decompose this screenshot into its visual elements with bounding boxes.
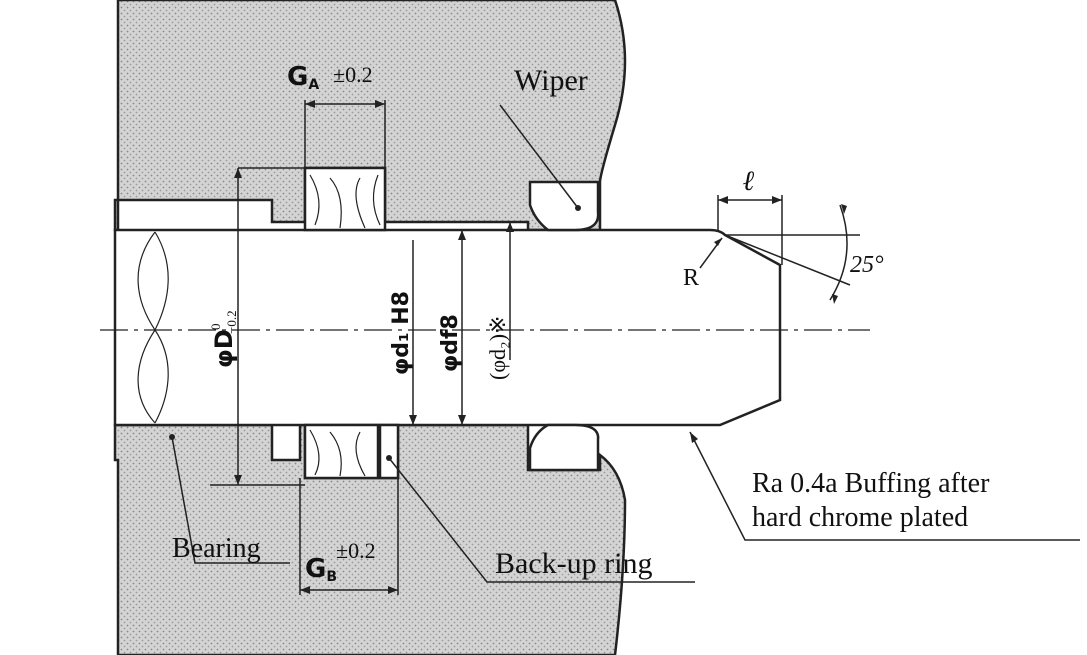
gb-arrows	[300, 586, 398, 594]
surface-finish-line1: Ra 0.4a Buffing after	[752, 468, 990, 499]
bearing-leader	[171, 436, 290, 564]
phid2-arrow	[506, 222, 514, 232]
piston-rod	[113, 228, 782, 427]
lower-wiper	[528, 423, 600, 472]
gb-tolerance: ±0.2	[336, 538, 376, 563]
backup-ring-label: Back-up ring	[495, 547, 652, 580]
lower-seal-lips	[309, 429, 366, 477]
wiper-label: Wiper	[514, 64, 588, 97]
backup-ring-leader	[388, 457, 695, 583]
backup-ring-shape	[378, 423, 400, 480]
bearing-label: Bearing	[172, 533, 261, 564]
phiD-label: φD	[210, 329, 238, 368]
radius-arrow	[714, 238, 722, 246]
upper-seal	[303, 166, 387, 232]
surface-leader	[689, 431, 1080, 541]
phid2-label: (φd₂)※	[485, 316, 510, 380]
wiper-leader	[499, 104, 579, 209]
ga-tolerance: ±0.2	[333, 62, 373, 87]
upper-seal-lips	[309, 174, 381, 229]
phiD-label-group: φD 0 −0.2	[208, 310, 239, 368]
ga-label: GA	[287, 62, 319, 93]
phid1-label: φd₁ H8	[389, 291, 414, 375]
surface-finish-line2: hard chrome plated	[752, 502, 968, 533]
gb-label: GB	[305, 554, 337, 585]
phid1-arrow	[409, 415, 417, 425]
ell-label: ℓ	[742, 166, 755, 197]
lower-seal	[303, 423, 380, 480]
phid-label: φdf8	[438, 314, 463, 372]
angle-arc	[829, 204, 848, 301]
radius-label: R	[683, 265, 699, 291]
phiD-tol-upper: 0	[208, 324, 223, 331]
upper-wiper	[528, 180, 600, 232]
angle-chamfer-line	[724, 234, 851, 286]
ga-arrows	[305, 100, 385, 108]
phiD-tol-lower: −0.2	[224, 310, 239, 334]
angle-label: 25°	[850, 252, 884, 278]
surface-arrow	[690, 432, 698, 443]
